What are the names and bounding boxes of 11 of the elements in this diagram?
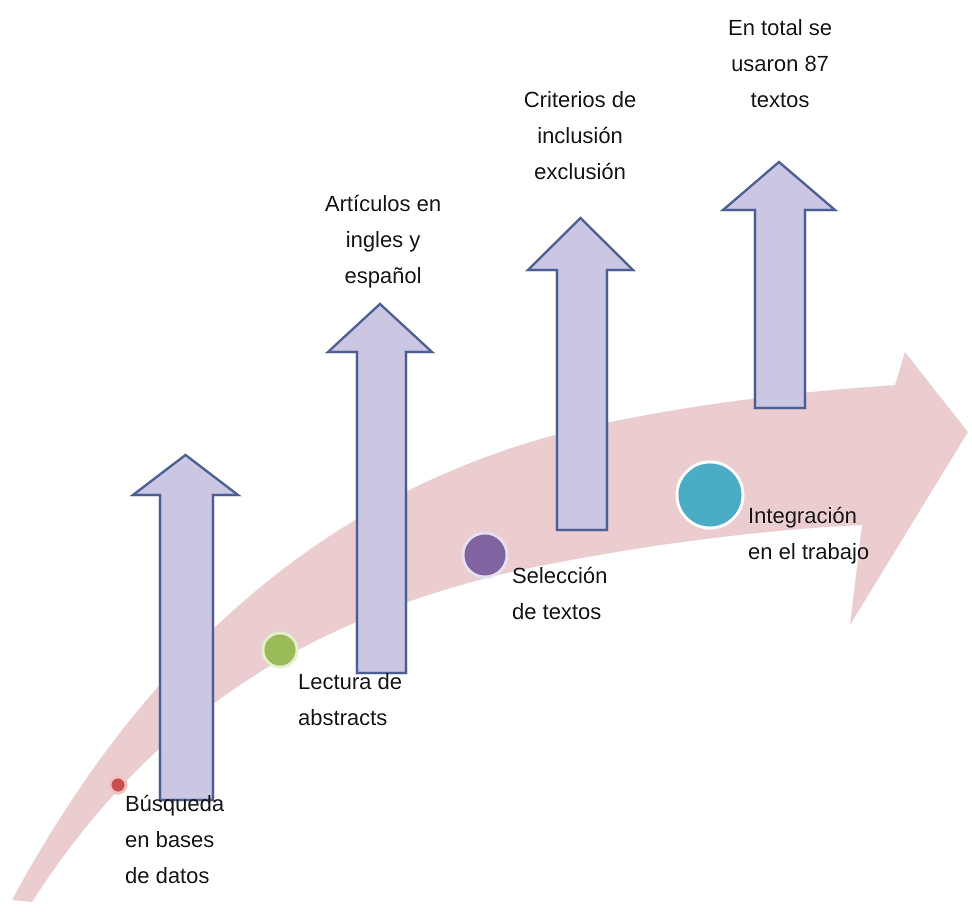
step-dot: [460, 530, 510, 580]
arrow-caption: Artículos en ingles y español: [324, 190, 442, 290]
step-label: Búsqueda en bases de datos: [125, 790, 226, 890]
step-label: Selección de textos: [512, 562, 608, 626]
arrow-caption: Criterios de inclusión exclusión: [522, 86, 638, 186]
step-label: Lectura de abstracts: [298, 668, 403, 732]
step-dot: [107, 774, 129, 796]
step-dot: [674, 459, 746, 531]
arrow-caption: En total se usaron 87 textos: [727, 14, 833, 114]
step-dot: [260, 630, 300, 670]
step-label: Integración en el trabajo: [748, 502, 870, 566]
